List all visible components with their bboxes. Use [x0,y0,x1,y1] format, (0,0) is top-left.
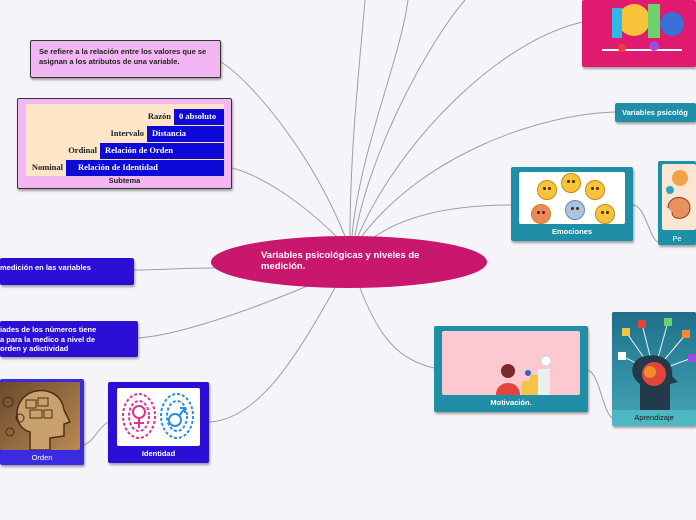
level-meaning: Relación de Orden [100,143,224,159]
level-meaning: Distancia [147,126,224,142]
percepcion-caption: Pe [672,234,682,243]
connector [369,204,512,241]
levels-table: Razón 0 absoluto Intervalo Distancia Ord… [26,104,224,176]
connector [359,287,435,369]
table-row: Intervalo Distancia [26,126,224,142]
definition-card[interactable]: Se refiere a la relación entre los valor… [30,40,221,78]
variables-psicologicas-card[interactable]: Variables psicológ [615,103,696,122]
psychology-image-card[interactable] [582,0,696,67]
subtema-card[interactable]: Razón 0 absoluto Intervalo Distancia Ord… [17,98,232,189]
connector [587,369,613,419]
connector [83,421,109,446]
orden-image [0,382,80,450]
motivation-image [442,331,580,395]
medicion-card[interactable]: medición en las variables [0,258,134,285]
stairs-growth-icon [496,355,552,395]
motivacion-card[interactable]: Motivación. [434,326,588,412]
learning-image [612,312,696,410]
percepcion-card[interactable]: Pe [658,161,696,245]
connector [231,167,341,241]
table-row: Razón 0 absoluto [26,109,224,125]
propiedades-line: iades de los números tiene [0,325,97,334]
definition-text: Se refiere a la relación entre los valor… [39,47,207,66]
surprised-face-icon [537,180,557,200]
crying-face-icon [595,204,615,224]
connector [133,267,216,271]
aprendizaje-card[interactable]: Aprendizaje [612,312,696,426]
neutral-face-icon [565,200,585,220]
connector [137,284,311,339]
aprendizaje-caption: Aprendizaje [634,413,674,422]
connector [357,21,584,237]
head-profile-icon [2,389,72,450]
connector [208,287,336,423]
fearful-face-icon [585,180,605,200]
subtema-caption: Subtema [108,176,141,185]
level-name: Razón [147,111,171,122]
connector [632,204,659,243]
colorful-chart-icon [602,4,684,52]
emociones-caption: Emociones [551,227,592,236]
happy-face-icon [561,173,581,193]
medicion-text: medición en las variables [0,263,91,272]
orden-card[interactable]: Orden [0,379,84,465]
central-topic[interactable]: Variables psicológicas y niveles de medi… [211,236,487,288]
identidad-image [117,388,200,446]
table-row: Ordinal Relación de Orden [26,143,224,159]
level-meaning: 0 absoluto [174,109,224,125]
level-name: Ordinal [68,145,97,156]
angry-face-icon [531,204,551,224]
connector [351,0,409,237]
level-name: Nominal [31,162,63,173]
gender-fingerprints-icon [122,393,194,439]
level-name: Intervalo [110,128,144,139]
emociones-card[interactable]: Emociones [511,167,633,241]
table-row: Nominal Relación de Identidad [26,160,224,176]
propiedades-line: orden y adictividad [0,344,69,353]
motivacion-caption: Motivación. [490,398,532,407]
central-topic-label: Variables psicológicas y niveles de medi… [261,250,420,272]
propiedades-line: a para la medico a nivel de [0,334,96,344]
variables-psicologicas-text: Variables psicológ [622,108,688,117]
identidad-card[interactable]: Identidad [108,382,209,463]
orden-caption: Orden [31,453,53,462]
propiedades-card[interactable]: iades de los números tiene a para la med… [0,321,138,357]
senses-image [662,164,696,230]
connector [354,0,466,237]
connector [361,111,616,237]
connector [220,61,346,237]
level-meaning: Relación de Identidad [66,160,224,176]
brain-network-icon [618,318,696,410]
emotions-image [519,172,625,224]
connector [349,0,366,237]
identidad-caption: Identidad [141,449,176,458]
senses-icon [666,170,691,219]
